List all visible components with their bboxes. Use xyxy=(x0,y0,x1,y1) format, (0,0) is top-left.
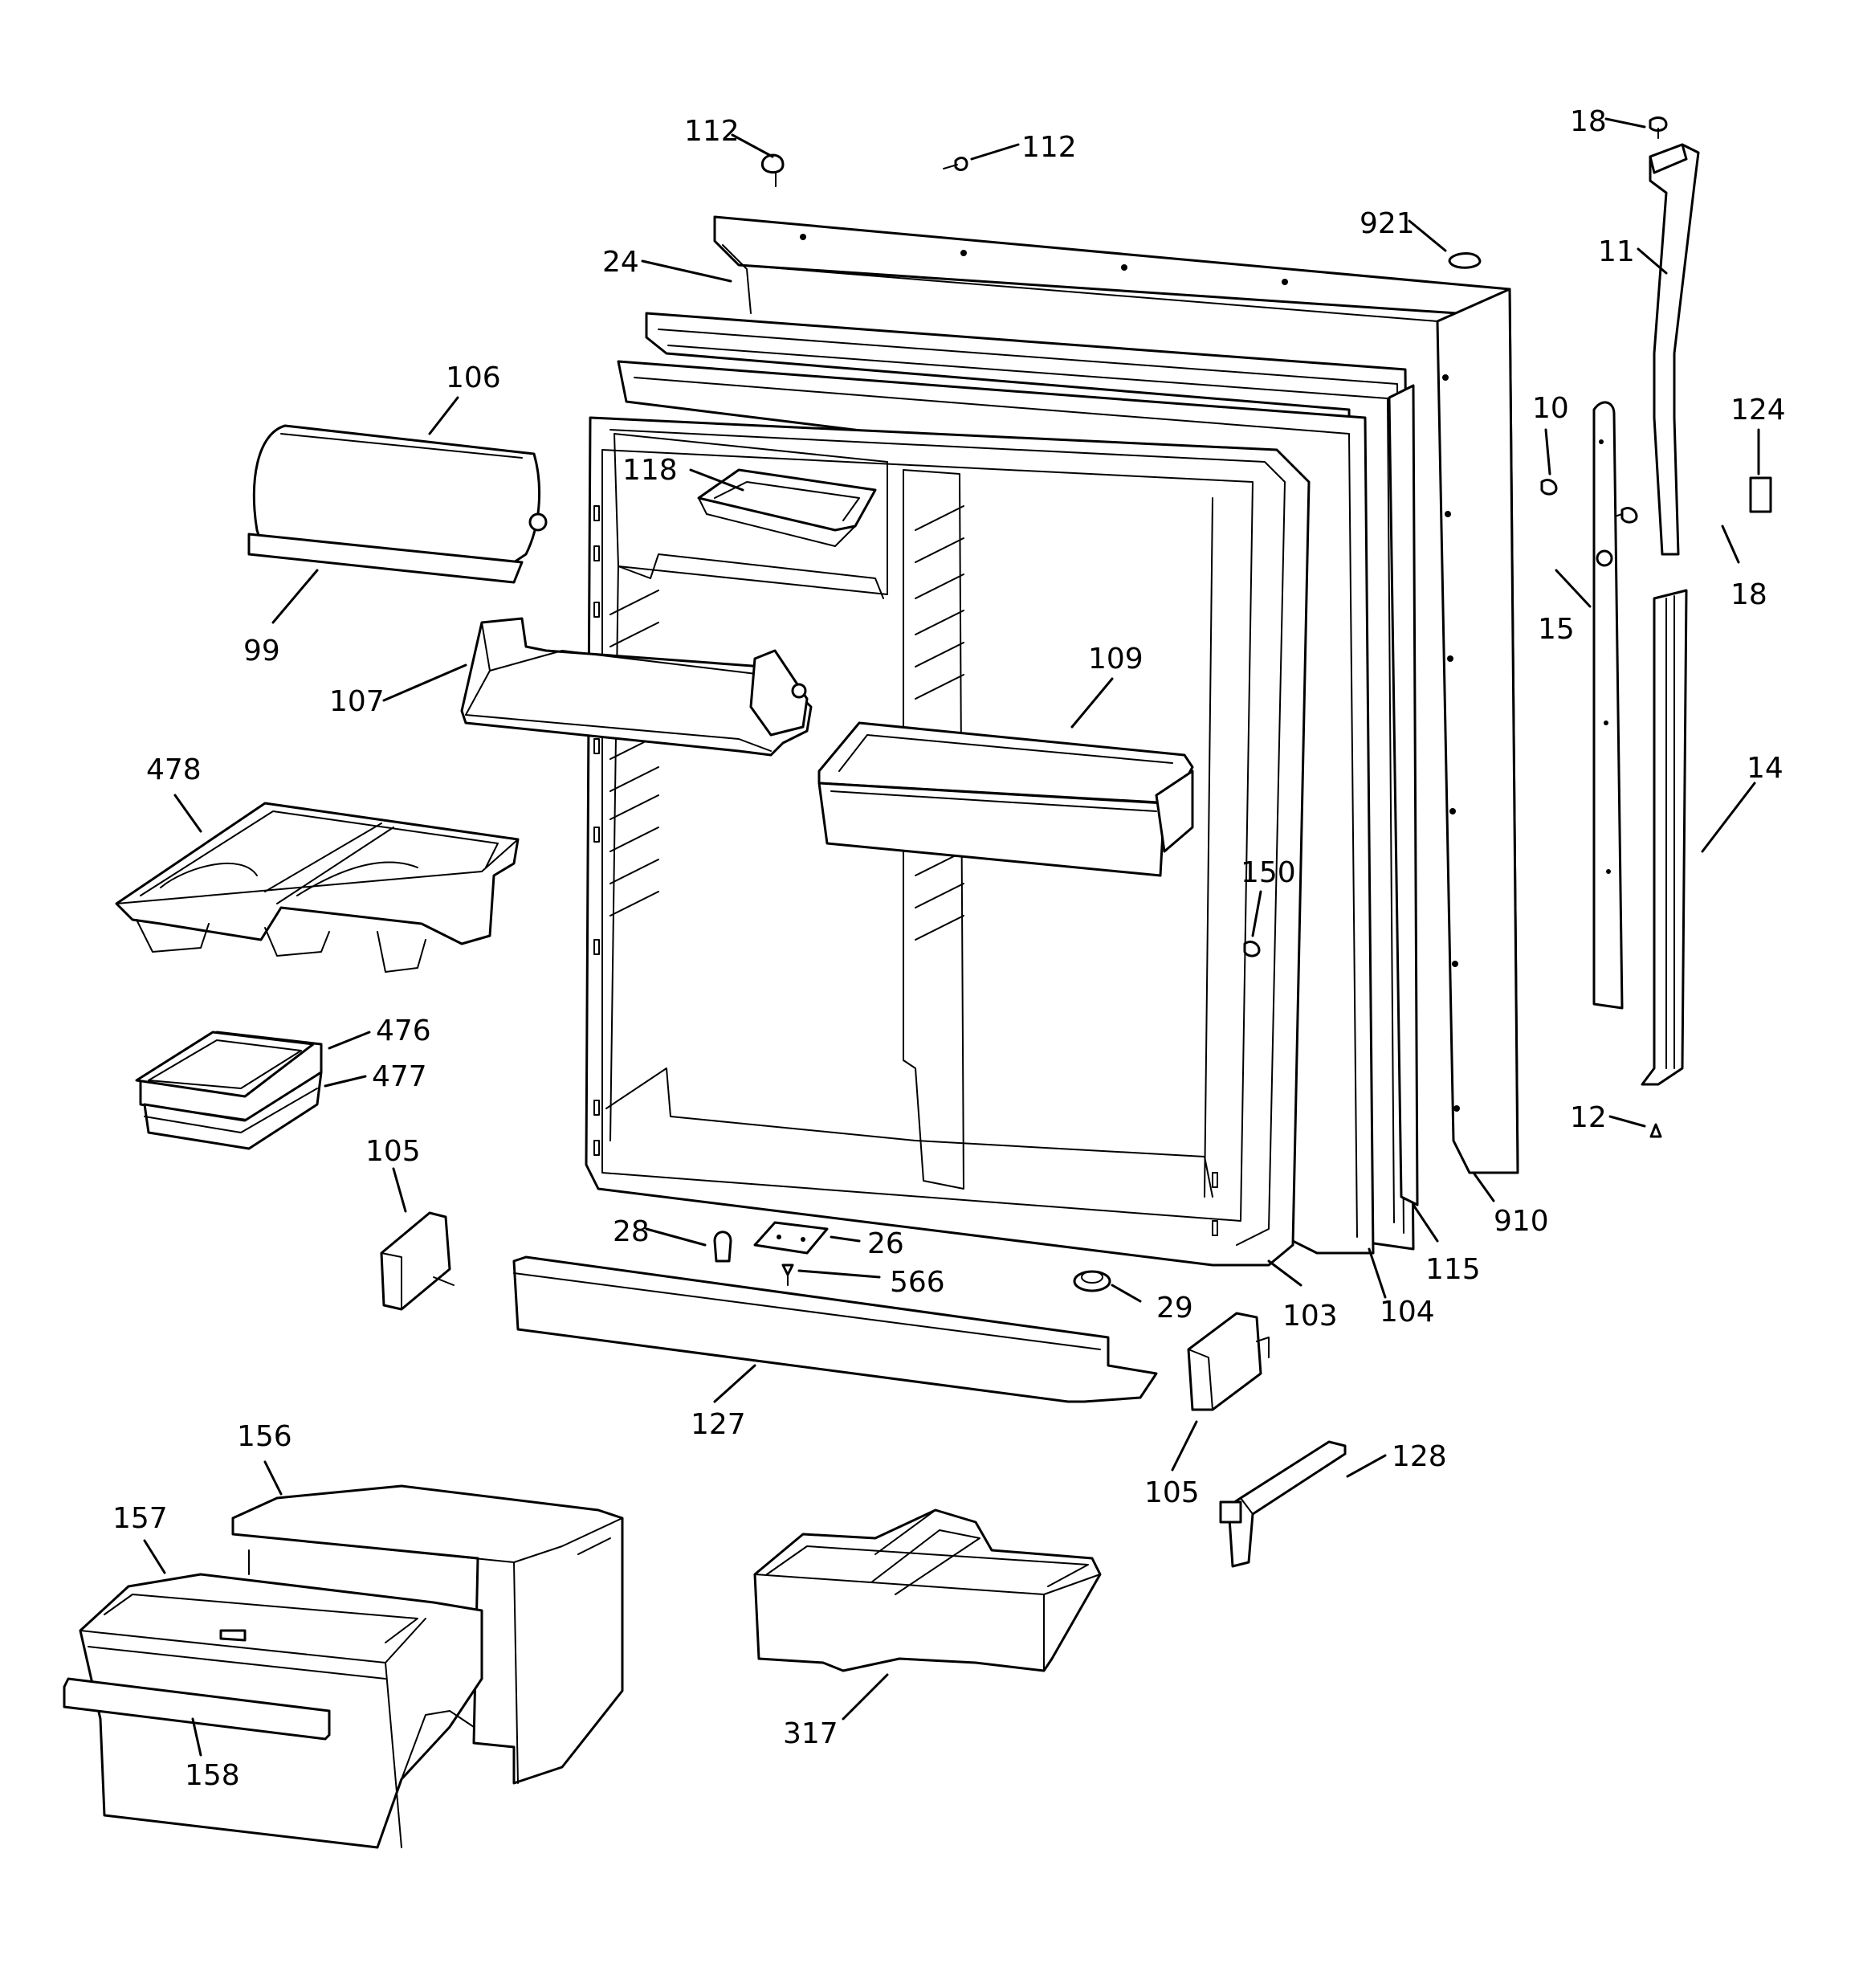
label-476: 476 xyxy=(376,1014,431,1047)
rail-14 xyxy=(1641,589,1688,1086)
label-156: 156 xyxy=(237,1420,292,1453)
part-labels: 112 112 921 24 18 11 106 10 124 118 18 1… xyxy=(112,105,1786,1792)
bracket-105-left xyxy=(380,1211,455,1311)
trays-476-477 xyxy=(135,1031,323,1150)
butter-door-106 xyxy=(247,424,548,584)
label-112-b: 112 xyxy=(1021,131,1077,164)
label-107: 107 xyxy=(329,685,385,718)
leader-lines xyxy=(143,117,1760,1757)
small-shelf-118 xyxy=(697,468,877,547)
handle-158 xyxy=(63,1677,331,1741)
strip-115 xyxy=(1388,384,1419,1206)
label-11: 11 xyxy=(1598,235,1635,268)
label-103: 103 xyxy=(1282,1300,1338,1333)
label-18-b: 18 xyxy=(1731,578,1767,611)
bracket-128 xyxy=(1219,1440,1347,1568)
label-566: 566 xyxy=(890,1266,945,1299)
door-shelf-107 xyxy=(460,617,813,757)
bin-156 xyxy=(231,1484,624,1785)
label-24: 24 xyxy=(602,246,639,279)
label-124: 124 xyxy=(1731,394,1786,427)
label-109: 109 xyxy=(1088,643,1143,676)
label-26: 26 xyxy=(867,1227,904,1260)
label-477: 477 xyxy=(372,1060,427,1093)
label-128: 128 xyxy=(1392,1440,1447,1473)
label-158: 158 xyxy=(185,1759,240,1792)
label-106: 106 xyxy=(446,361,501,394)
strip-15 xyxy=(1592,401,1624,1010)
label-157: 157 xyxy=(112,1502,168,1535)
handle-11 xyxy=(1649,143,1700,556)
label-478: 478 xyxy=(146,753,202,786)
label-105-a: 105 xyxy=(365,1135,421,1168)
label-105-b: 105 xyxy=(1144,1476,1200,1509)
hardware xyxy=(713,116,1772,1292)
label-29: 29 xyxy=(1156,1292,1193,1325)
label-112-a: 112 xyxy=(684,115,740,148)
label-150: 150 xyxy=(1241,856,1296,889)
label-18-a: 18 xyxy=(1570,105,1607,138)
tray-478 xyxy=(115,802,520,973)
label-14: 14 xyxy=(1747,752,1784,785)
label-115: 115 xyxy=(1425,1253,1481,1286)
label-12: 12 xyxy=(1570,1101,1607,1134)
label-118: 118 xyxy=(622,454,678,487)
label-28: 28 xyxy=(613,1215,650,1248)
label-15: 15 xyxy=(1538,613,1575,646)
trim-127 xyxy=(512,1255,1158,1403)
label-910: 910 xyxy=(1494,1205,1549,1238)
bracket-105-right xyxy=(1187,1312,1270,1411)
label-99: 99 xyxy=(243,635,280,667)
door-bin-109 xyxy=(817,721,1194,877)
label-921: 921 xyxy=(1360,207,1415,240)
label-317: 317 xyxy=(783,1717,838,1750)
bin-317 xyxy=(753,1508,1102,1672)
label-10: 10 xyxy=(1532,392,1569,425)
label-104: 104 xyxy=(1380,1296,1435,1329)
label-127: 127 xyxy=(691,1408,746,1441)
outer-door-910 xyxy=(713,215,1519,1174)
